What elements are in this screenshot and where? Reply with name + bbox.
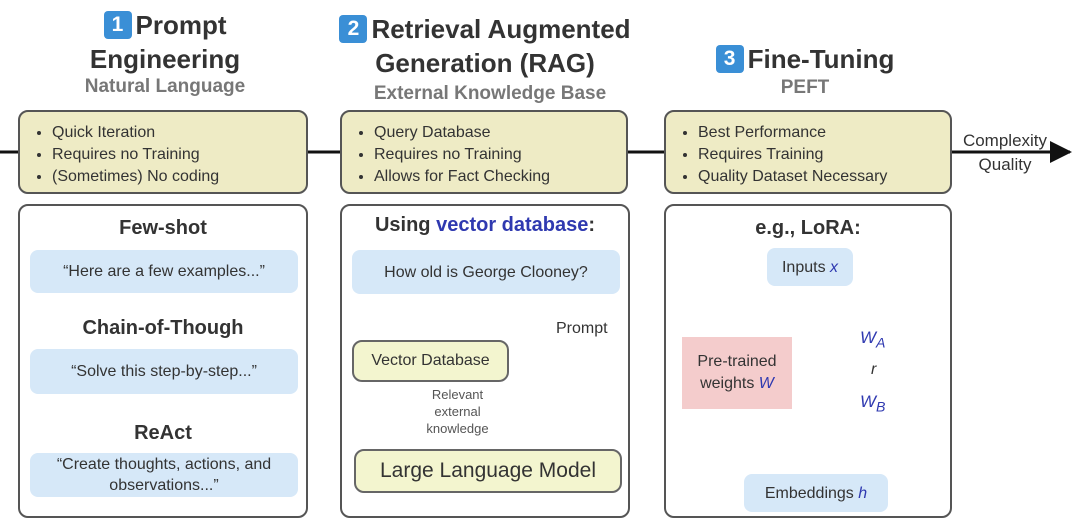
wa-base: W: [860, 328, 877, 347]
bullet-item: Allows for Fact Checking: [374, 166, 612, 188]
query-bubble: How old is George Clooney?: [352, 250, 620, 294]
title-line2: Generation (RAG): [375, 48, 595, 78]
wa-subscript: A: [876, 335, 886, 352]
react-example: “Create thoughts, actions, and observati…: [30, 453, 298, 497]
few-shot-title: Few-shot: [119, 217, 207, 239]
prompt-engineering-subtitle: Natural Language: [84, 76, 246, 97]
inputs-box: Inputs x: [767, 248, 853, 286]
prompt-label: Prompt: [556, 320, 608, 337]
bullet-item: (Sometimes) No coding: [52, 166, 292, 188]
wa-label: WA: [860, 328, 886, 351]
lora-heading: e.g., LoRA:: [755, 217, 861, 239]
pretrained-line2: weights: [700, 375, 759, 392]
few-shot-example: “Here are a few examples...”: [30, 250, 298, 293]
axis-label: Complexity Quality: [955, 129, 1055, 177]
bullet-item: Best Performance: [698, 122, 936, 144]
pretrained-variable: W: [758, 375, 774, 392]
chain-of-thought-title: Chain-of-Though: [82, 317, 244, 339]
bullet-item: Requires Training: [698, 144, 936, 166]
heading-prefix: Using: [374, 214, 437, 236]
embeddings-variable: h: [858, 484, 868, 502]
fine-tuning-subtitle: PEFT: [780, 77, 830, 98]
embeddings-box: Embeddings h: [744, 474, 888, 512]
llm-box: Large Language Model: [354, 449, 622, 493]
complexity-label: Complexity: [962, 131, 1048, 150]
pretrained-line1: Pre-trained: [697, 353, 777, 370]
bullet-item: Requires no Training: [374, 144, 612, 166]
number-badge-1: 1: [103, 11, 132, 39]
note-line: Relevant: [431, 387, 484, 402]
heading-suffix: :: [588, 214, 596, 236]
chain-of-thought-example: “Solve this step-by-step...”: [30, 349, 298, 394]
title-line1: Fine-Tuning: [747, 44, 895, 74]
react-title: ReAct: [134, 422, 192, 444]
title-line1: Retrieval Augmented: [371, 14, 631, 44]
note-line: external: [434, 404, 481, 419]
bullet-item: Query Database: [374, 122, 612, 144]
react-example-line2: observations...”: [109, 477, 219, 494]
bullet-item: Requires no Training: [52, 144, 292, 166]
pretrained-weights-box: Pre-trained weights W: [682, 337, 792, 409]
bullet-item: Quick Iteration: [52, 122, 292, 144]
rag-heading: Using vector database:: [340, 214, 630, 237]
wb-base: W: [860, 392, 877, 411]
note-line: knowledge: [426, 421, 489, 436]
react-example-line1: “Create thoughts, actions, and: [56, 456, 272, 473]
rag-summary: Query Database Requires no Training Allo…: [340, 110, 628, 194]
rank-label: r: [871, 361, 877, 378]
number-badge-2: 2: [339, 15, 368, 43]
number-badge-3: 3: [715, 45, 744, 73]
wb-subscript: B: [876, 399, 886, 416]
relevant-knowledge-note: Relevant external knowledge: [410, 386, 505, 437]
title-line2: Engineering: [89, 44, 241, 74]
embeddings-label: Embeddings: [764, 484, 859, 502]
inputs-variable: x: [830, 258, 839, 276]
prompt-engineering-summary: Quick Iteration Requires no Training (So…: [18, 110, 308, 194]
vector-database-box: Vector Database: [352, 340, 509, 382]
bullet-item: Quality Dataset Necessary: [698, 166, 936, 188]
wb-label: WB: [860, 392, 886, 415]
inputs-label: Inputs: [781, 258, 831, 276]
quality-label: Quality: [978, 155, 1032, 174]
title-line1: Prompt: [135, 10, 227, 40]
rag-subtitle: External Knowledge Base: [373, 83, 607, 104]
heading-highlight: vector database: [436, 214, 589, 236]
fine-tuning-summary: Best Performance Requires Training Quali…: [664, 110, 952, 194]
